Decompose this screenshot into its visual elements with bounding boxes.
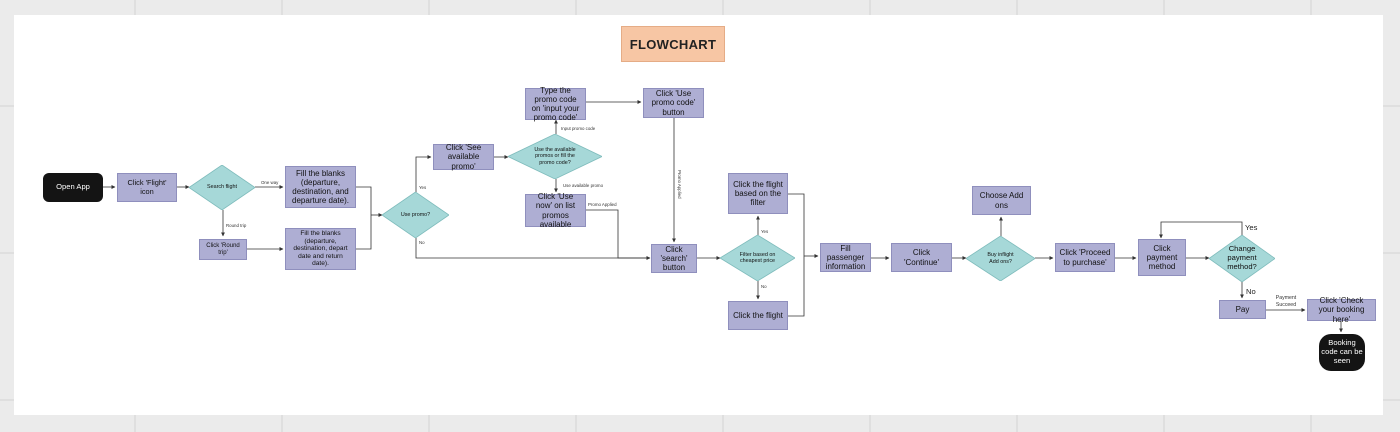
addons-label: Buy inflight Add ons?: [987, 252, 1014, 265]
edge-label-promo-applied-b: Promo Applied: [588, 202, 617, 207]
fill-round-trip-node[interactable]: Fill the blanks (departure, destination,…: [285, 228, 356, 270]
edge-label-promo-yes: Yes: [419, 185, 427, 190]
check-booking-node[interactable]: Click 'Check your booking here': [1307, 296, 1376, 324]
edge-label-one-way: One way: [261, 180, 279, 185]
promo-choice-label: Use the available promos or fill the pro…: [534, 147, 576, 166]
edge-label-use-available: Use available promo: [563, 183, 604, 188]
edge-label-filter-no: No: [761, 284, 767, 289]
promo-choice-decision[interactable]: Use the available promos or fill the pro…: [508, 134, 602, 179]
click-the-flight-node[interactable]: Click the flight: [728, 301, 788, 330]
booking-code-node[interactable]: Booking code can be seen: [1319, 334, 1365, 371]
search-flight-label: Search flight: [207, 184, 237, 191]
click-flight-icon-node[interactable]: Click 'Flight' icon: [117, 173, 177, 202]
click-search-node[interactable]: Click 'search' button: [651, 244, 697, 273]
use-promo-label: Use promo?: [400, 211, 431, 218]
edge-label-promo-no: No: [419, 240, 425, 245]
addons-decision[interactable]: Buy inflight Add ons?: [966, 236, 1035, 281]
edge-label-round-trip: Round trip: [226, 223, 247, 228]
click-flight-filter-node[interactable]: Click the flight based on the filter: [728, 173, 788, 214]
fill-passenger-node[interactable]: Fill passenger information: [820, 243, 871, 272]
filter-label: Filter based on cheapest price: [739, 251, 776, 264]
proceed-purchase-node[interactable]: Click 'Proceed to purchase': [1055, 243, 1115, 272]
change-payment-label: Change payment method?: [1227, 244, 1257, 271]
use-promo-code-button-node[interactable]: Click 'Use promo code' button: [643, 88, 704, 118]
pay-node[interactable]: Pay: [1219, 300, 1266, 319]
diagram-board: [14, 15, 1383, 415]
flowchart-title: FLOWCHART: [621, 26, 725, 62]
use-promo-decision[interactable]: Use promo?: [382, 192, 449, 238]
type-promo-code-node[interactable]: Type the promo code on 'input your promo…: [525, 86, 586, 122]
change-payment-decision[interactable]: Change payment method?: [1209, 235, 1275, 282]
payment-method-node[interactable]: Click payment method: [1138, 239, 1186, 276]
see-promo-node[interactable]: Click 'See available promo': [433, 143, 494, 171]
edge-label-pay-yes: Yes: [1245, 223, 1258, 232]
edge-label-promo-applied-a: Promo Applied: [677, 170, 682, 199]
click-round-trip-node[interactable]: Click 'Round trip': [199, 239, 247, 260]
edge-label-payment-succeed: Payment Succeed: [1275, 295, 1297, 308]
fill-one-way-node[interactable]: Fill the blanks (departure, destination,…: [285, 166, 356, 208]
filter-decision[interactable]: Filter based on cheapest price: [720, 235, 795, 281]
edge-label-input-promo: Input promo code: [561, 126, 596, 131]
click-continue-node[interactable]: Click 'Continue': [891, 243, 952, 272]
use-now-node[interactable]: Click 'Use now' on list promos available: [525, 192, 586, 229]
choose-addons-node[interactable]: Choose Add ons: [972, 186, 1031, 215]
search-flight-decision[interactable]: Search flight: [189, 165, 255, 210]
edge-label-pay-no: No: [1246, 287, 1256, 296]
open-app-node[interactable]: Open App: [43, 173, 103, 202]
edge-label-filter-yes: Yes: [761, 229, 769, 234]
